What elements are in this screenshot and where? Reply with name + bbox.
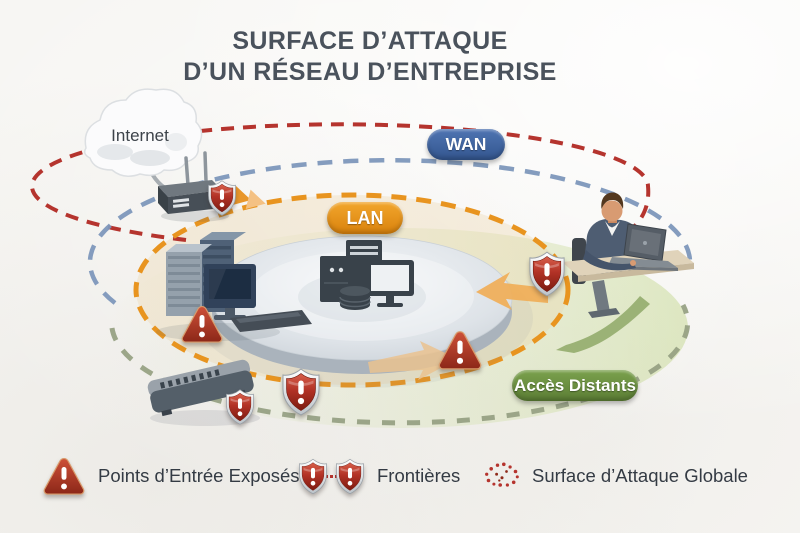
lan-zone-badge: LAN	[327, 202, 403, 234]
legend-label-exposed-entry-points: Points d’Entrée Exposés	[98, 465, 300, 486]
firewall-shield-icon-switch	[225, 388, 255, 426]
remote-access-boundary	[109, 303, 691, 426]
shield-icon-left	[298, 458, 328, 495]
wan-boundary-ellipse	[87, 157, 693, 305]
title-line-2: D’UN RÉSEAU D’ENTREPRISE	[183, 58, 557, 86]
wan-zone-badge: WAN	[427, 129, 505, 160]
internet-cloud	[83, 88, 203, 195]
title-line-1: SURFACE D’ATTAQUE	[232, 27, 508, 55]
lan-boundary-ellipse	[133, 192, 571, 388]
warning-triangle-icon-servers	[180, 304, 224, 345]
legend-item-exposed-entry-points: Points d’Entrée Exposés	[42, 452, 300, 500]
flow-arrows	[231, 186, 650, 380]
internet-label: Internet	[111, 126, 169, 145]
firewall-shield-icon-router	[207, 180, 237, 216]
warning-triangle-icon-platform	[437, 329, 483, 372]
warning-triangle-icon	[42, 456, 86, 497]
shield-icon-right	[335, 458, 365, 495]
remote-access-zone-badge: Accès Distants	[512, 370, 638, 401]
dotted-cloud-icon	[484, 461, 520, 491]
data-center-icons	[320, 240, 414, 310]
legend-label-global-attack-surface: Surface d’Attaque Globale	[532, 465, 748, 486]
global-attack-surface-ellipse	[30, 122, 651, 242]
server-rack-group	[156, 232, 312, 341]
workstation-desk-man	[562, 192, 694, 318]
dash-connector	[325, 474, 338, 478]
shield-pair-icon	[298, 458, 365, 495]
firewall-shield-icon-bottom	[281, 368, 321, 416]
legend-label-borders: Frontières	[377, 465, 461, 486]
firewall-shield-icon-right	[528, 251, 566, 297]
page-title: SURFACE D’ATTAQUE D’UN RÉSEAU D’ENTREPRI…	[0, 26, 740, 88]
legend-item-global-attack-surface: Surface d’Attaque Globale	[484, 452, 748, 500]
router	[158, 151, 229, 222]
legend-item-borders: Frontières	[298, 452, 460, 500]
